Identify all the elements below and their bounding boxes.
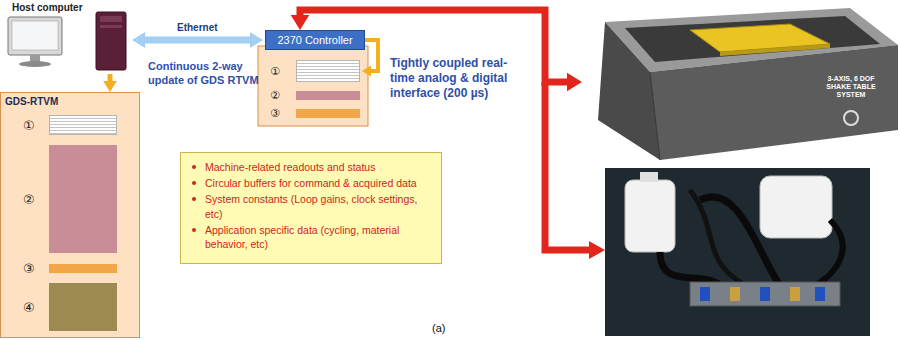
bullet-dot [192, 181, 196, 185]
controller-box: 2370 Controller [265, 30, 365, 50]
shake-table-photo: 3-AXIS, 6 DOF SHAKE TABLE SYSTEM [582, 2, 898, 162]
note-text: Machine-related readouts and status [205, 161, 375, 173]
connector-line [142, 37, 252, 44]
node-label: Host computer [12, 2, 83, 13]
edge-label: Ethernet [175, 22, 220, 33]
box-label: 2370 Controller [277, 34, 352, 46]
hydraulic-unit-illustration [605, 168, 870, 336]
connector [132, 32, 263, 48]
annotation-text: Continuous 2-way update of GDS RTVM [148, 60, 260, 88]
memory-block: ④ [23, 281, 119, 333]
arrowhead [362, 65, 371, 76]
shake-table-illustration [598, 8, 898, 160]
arrowhead [250, 32, 263, 48]
note-item: Circular buffers for command & acquired … [205, 176, 433, 190]
memory-segment [296, 91, 360, 100]
memory-block: ① [23, 113, 119, 137]
monitor-icon [8, 17, 62, 67]
memory-block: ③ [270, 106, 362, 120]
callout-number: ③ [270, 108, 280, 119]
memory-segment [49, 145, 117, 253]
arrowhead [103, 81, 117, 92]
memory-segment [49, 264, 117, 273]
note-box: Machine-related readouts and statusCircu… [180, 152, 442, 264]
memory-segment [49, 115, 117, 135]
note-text: Application specific data (cycling, mate… [205, 224, 399, 250]
memory-map-panel: GDS-RTVM ① ② ③ ④ [0, 92, 140, 338]
node-label: 3-AXIS, 6 DOF SHAKE TABLE SYSTEM [820, 75, 882, 99]
arrowhead [567, 73, 582, 92]
callout-number: ② [270, 90, 280, 101]
note-text: Circular buffers for command & acquired … [205, 177, 417, 189]
arrowhead [291, 15, 310, 30]
memory-block: ① [270, 58, 362, 84]
signal-branch-arrow [545, 82, 605, 259]
figure-caption: (a) [432, 322, 445, 334]
arrowhead [132, 32, 145, 48]
bullet-dot [192, 228, 196, 232]
node-label: GDS-RTVM [5, 96, 58, 107]
callout-number: ④ [23, 301, 35, 314]
memory-block: ③ [23, 261, 119, 275]
bullet-dot [192, 165, 196, 169]
memory-segment [49, 283, 117, 331]
bullet-dot [192, 197, 196, 201]
memory-segment [296, 109, 360, 118]
memory-segment [296, 60, 360, 82]
annotation-text: Tightly coupled real-time analog & digit… [390, 56, 518, 101]
callout-number: ① [23, 119, 35, 132]
memory-block: ② [270, 88, 362, 102]
tower-icon [96, 12, 126, 70]
connector-line [365, 40, 378, 71]
note-item: System constants (Loop gains, clock sett… [205, 192, 433, 220]
host-computer: Host computer [0, 0, 130, 74]
callout-number: ③ [23, 262, 35, 275]
note-item: Application specific data (cycling, mate… [205, 223, 433, 251]
callout-number: ② [23, 193, 35, 206]
note-item: Machine-related readouts and status [205, 160, 433, 174]
controller-memory-panel [258, 46, 368, 126]
memory-block: ② [23, 143, 119, 255]
connector [103, 74, 117, 92]
note-text: System constants (Loop gains, clock sett… [205, 193, 417, 219]
callout-number: ① [270, 66, 280, 77]
